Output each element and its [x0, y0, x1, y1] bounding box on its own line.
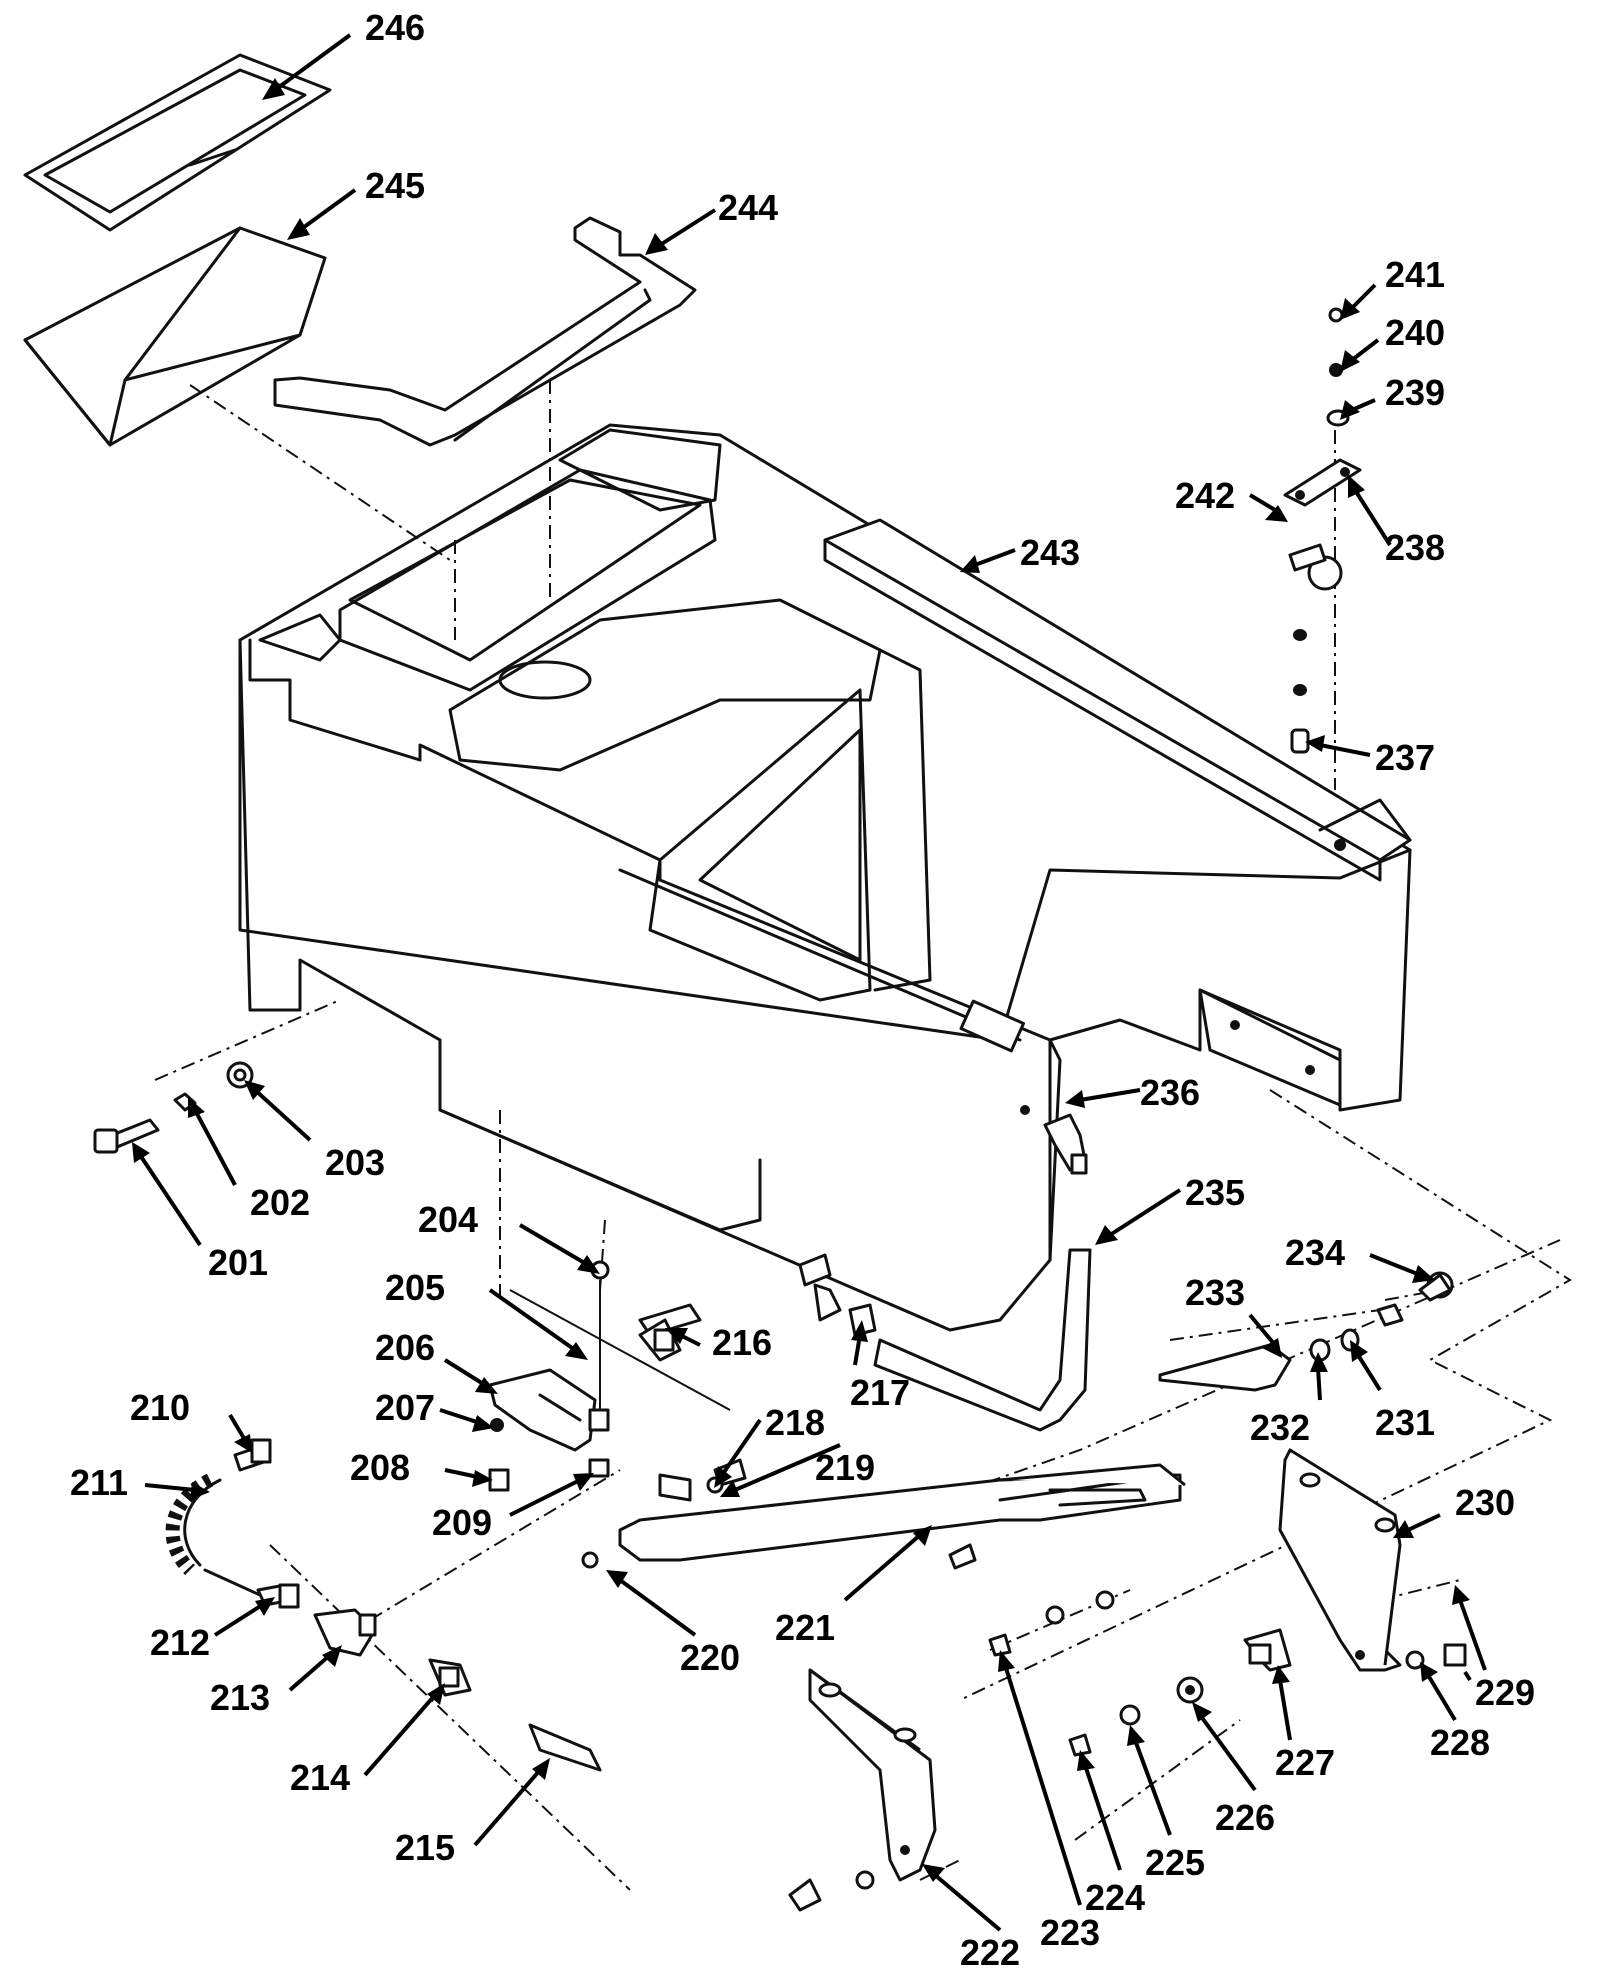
- callout-204: 204: [418, 1199, 478, 1240]
- callout-236: 236: [1140, 1072, 1200, 1113]
- callout-245: 245: [365, 165, 425, 206]
- rod-221: [581, 1463, 1186, 1570]
- side-rail: [823, 518, 1412, 882]
- callout-229: 229: [1475, 1672, 1535, 1713]
- gas-hose-assembly: [165, 1438, 602, 1772]
- callout-208: 208: [350, 1447, 410, 1488]
- callout-216: 216: [712, 1322, 772, 1363]
- switch-bracket-assembly: [488, 1260, 747, 1502]
- callout-238: 238: [1385, 527, 1445, 568]
- callout-206: 206: [375, 1327, 435, 1368]
- lid-frame: [23, 53, 332, 232]
- callout-231: 231: [1375, 1402, 1435, 1443]
- callout-223: 223: [1040, 1912, 1100, 1953]
- callout-220: 220: [680, 1637, 740, 1678]
- handle-bar: [273, 216, 697, 447]
- callout-241: 241: [1385, 254, 1445, 295]
- callout-226: 226: [1215, 1797, 1275, 1838]
- callout-239: 239: [1385, 372, 1445, 413]
- callout-234: 234: [1285, 1232, 1345, 1273]
- callout-211: 211: [70, 1462, 128, 1503]
- callout-235: 235: [1185, 1172, 1245, 1213]
- bracket-238-assembly: [1283, 307, 1362, 754]
- callout-213: 213: [210, 1677, 270, 1718]
- callout-225: 225: [1145, 1842, 1205, 1883]
- callout-210: 210: [130, 1387, 190, 1428]
- tray: [23, 226, 327, 447]
- callout-244: 244: [718, 187, 778, 228]
- callout-207: 207: [375, 1387, 435, 1428]
- callout-205: 205: [385, 1267, 445, 1308]
- callout-201: 201: [208, 1242, 268, 1283]
- callout-214: 214: [290, 1757, 350, 1798]
- callout-242: 242: [1175, 475, 1235, 516]
- bracket-222: [788, 1668, 937, 1912]
- callout-212: 212: [150, 1622, 210, 1663]
- hopper-body: [238, 423, 1412, 1332]
- callout-222: 222: [960, 1932, 1020, 1973]
- callout-233: 233: [1185, 1272, 1245, 1313]
- callout-209: 209: [432, 1502, 492, 1543]
- callout-203: 203: [325, 1142, 385, 1183]
- callout-243: 243: [1020, 532, 1080, 573]
- bolt-set-201-203: [93, 1061, 254, 1154]
- callout-217: 217: [850, 1372, 910, 1413]
- callout-218: 218: [765, 1402, 825, 1443]
- callout-228: 228: [1430, 1722, 1490, 1763]
- callout-230: 230: [1455, 1482, 1515, 1523]
- callout-224: 224: [1085, 1877, 1145, 1918]
- callout-202: 202: [250, 1182, 310, 1223]
- callout-240: 240: [1385, 312, 1445, 353]
- fastener-set-223-229: [988, 1590, 1467, 1757]
- callout-215: 215: [395, 1827, 455, 1868]
- callout-232: 232: [1250, 1407, 1310, 1448]
- valve-and-tube-assembly: [638, 1105, 1092, 1432]
- callout-227: 227: [1275, 1742, 1335, 1783]
- callout-237: 237: [1375, 737, 1435, 778]
- callout-221: 221: [775, 1607, 835, 1648]
- bracket-230: [1278, 1448, 1402, 1672]
- leader-lines: [132, 33, 1487, 1932]
- callout-labels: 246 245 244 241 240 239 242 238 243 237 …: [70, 7, 1535, 1973]
- callout-219: 219: [815, 1447, 875, 1488]
- callout-246: 246: [365, 7, 425, 48]
